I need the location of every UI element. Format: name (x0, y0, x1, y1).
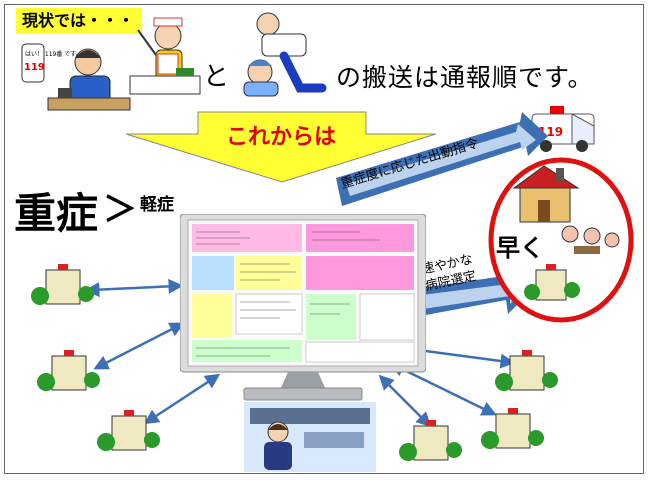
transport-order-message: の搬送は通報順です。 (336, 63, 594, 92)
and-text: と (203, 62, 230, 92)
severe-label: 重症 (14, 189, 99, 238)
from-now-label: これからは (225, 125, 336, 150)
hospital-icon-4 (495, 350, 558, 391)
currently-label: 現状では・・・ (16, 8, 142, 34)
quickly-label: 早く (496, 234, 544, 262)
hospital-icon-6 (481, 408, 544, 449)
hospital-icon-3 (97, 410, 160, 451)
from-now-arrow (125, 111, 437, 183)
quick-response-circle (488, 157, 634, 323)
dispatch-system-monitor (180, 214, 426, 401)
patient-helper-illustration (243, 12, 327, 97)
svg-text:119: 119 (24, 62, 45, 73)
phone-note-text: はい！ 119番 です。 (25, 51, 82, 58)
greater-than-symbol: ＞ (103, 190, 137, 230)
control-room-operator-illustration (244, 402, 376, 472)
mild-label: 軽症 (140, 195, 174, 215)
hospital-icon-5 (399, 420, 462, 461)
cooking-person-illustration (129, 17, 201, 95)
hospital-icon-1 (31, 264, 94, 305)
hospital-icon-2 (37, 350, 100, 391)
phone-operator-illustration: はい！ 119番 です。 119 (21, 43, 131, 111)
hospital-icon-circle (524, 264, 580, 301)
